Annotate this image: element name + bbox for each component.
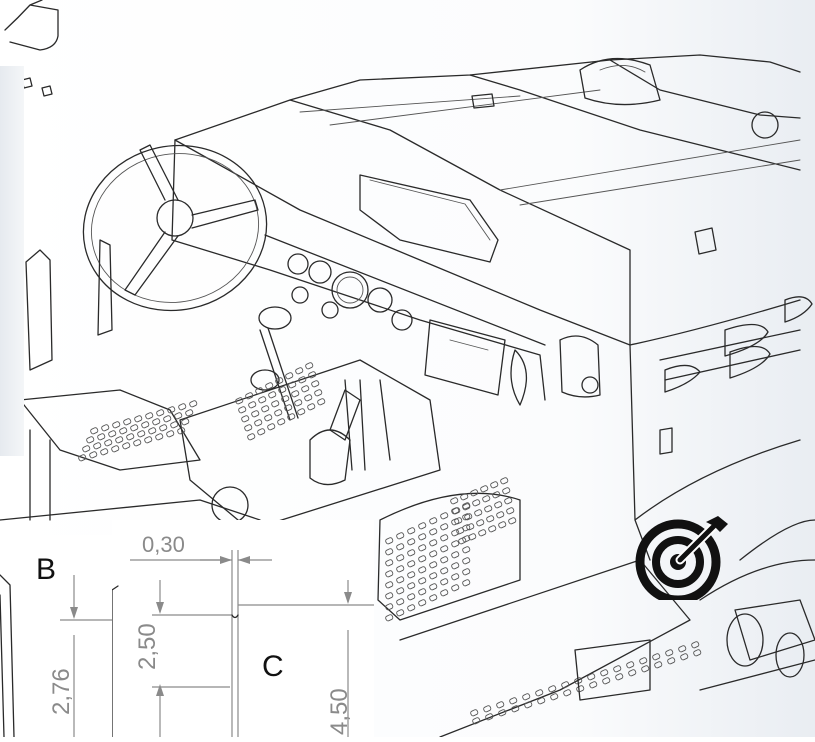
left-side-panel: [0, 66, 24, 456]
inset-c-label: C: [262, 650, 284, 683]
inset-b-drawing: [0, 574, 112, 738]
detail-inset-b: B 2,76: [0, 535, 112, 738]
target-arrow-icon: [632, 512, 732, 605]
dashboard: [171, 139, 546, 406]
corner-parts: [4, 0, 59, 97]
floor-grating: [78, 362, 702, 725]
dimension-inner-height: 2,50: [134, 623, 161, 670]
detail-inset-c: 0,30 2,50 C 4,50: [111, 520, 374, 738]
inset-b-label: B: [36, 553, 57, 586]
dimension-top-gap: 0,30: [142, 532, 185, 557]
steering-wheel: [82, 144, 268, 312]
inset-c-drawing: [111, 550, 374, 738]
dimension-left-height: 2,76: [48, 668, 75, 715]
hood: [174, 54, 801, 346]
dimension-outer-height: 4,50: [326, 688, 353, 735]
cabin-floor: [0, 239, 691, 737]
front-axle: [574, 519, 815, 701]
